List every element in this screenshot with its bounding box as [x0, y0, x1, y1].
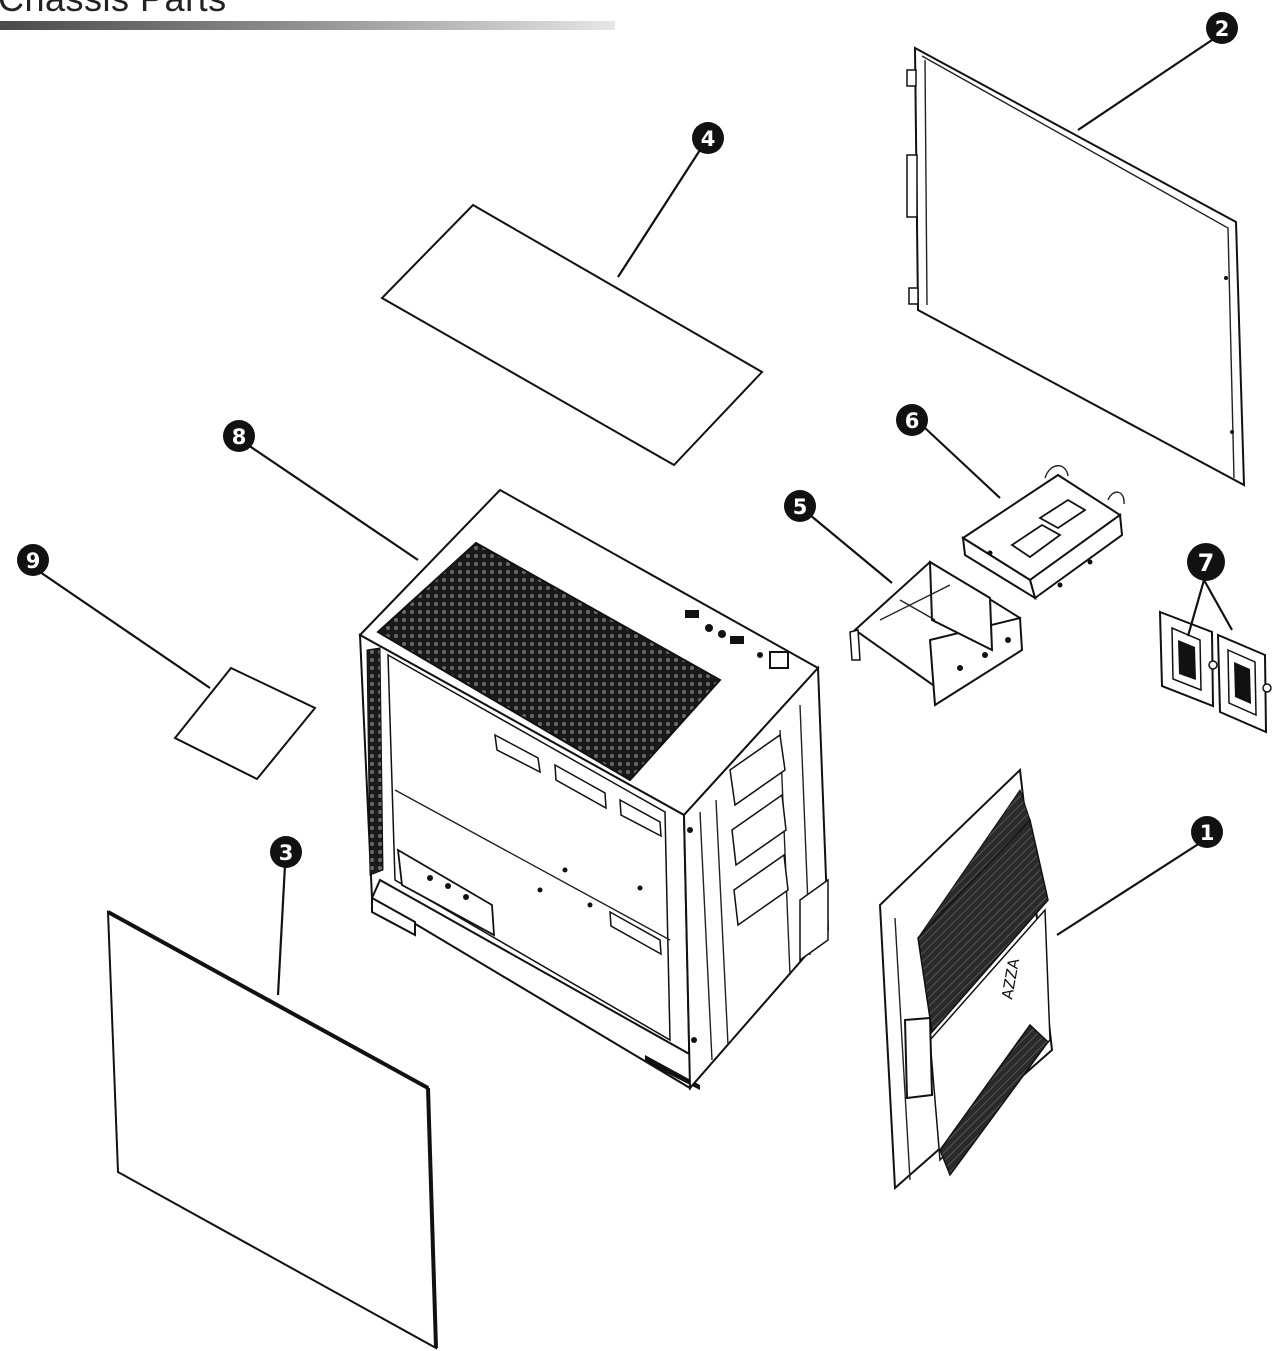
- part-drive-cage: [849, 560, 1024, 707]
- callout-1-label: 1: [1200, 821, 1215, 845]
- part-top-panel: [380, 203, 764, 467]
- callout-5-label: 5: [793, 495, 808, 519]
- callout-9-label: 9: [26, 549, 41, 573]
- callout-2-label: 2: [1215, 17, 1230, 41]
- callout-8-label: 8: [232, 425, 247, 449]
- part-glass-side-panel: [106, 910, 438, 1350]
- callout-4-label: 4: [701, 127, 716, 151]
- part-brackets: [1158, 610, 1272, 734]
- part-drive-tray: [961, 465, 1125, 601]
- callout-4: 4: [692, 122, 724, 154]
- callout-3: 3: [270, 836, 302, 868]
- callout-7: 7: [1187, 543, 1225, 581]
- page-title: Chassis Parts: [0, 0, 227, 20]
- callout-6-label: 6: [905, 409, 920, 433]
- callout-2: 2: [1206, 12, 1238, 44]
- part-front-panel: AZZA: [878, 767, 1054, 1191]
- title-underline: [0, 21, 615, 30]
- callout-3-label: 3: [279, 841, 294, 865]
- callout-5: 5: [784, 490, 816, 522]
- part-small-sheet: [173, 666, 317, 781]
- callout-9: 9: [17, 544, 49, 576]
- leader-lines: [39, 39, 1233, 996]
- callout-6: 6: [896, 404, 928, 436]
- part-chassis-body: [358, 488, 830, 1091]
- callout-8: 8: [223, 420, 255, 452]
- callout-1: 1: [1191, 816, 1223, 848]
- callout-7-label: 7: [1198, 549, 1215, 577]
- part-side-panel-right: [906, 46, 1246, 487]
